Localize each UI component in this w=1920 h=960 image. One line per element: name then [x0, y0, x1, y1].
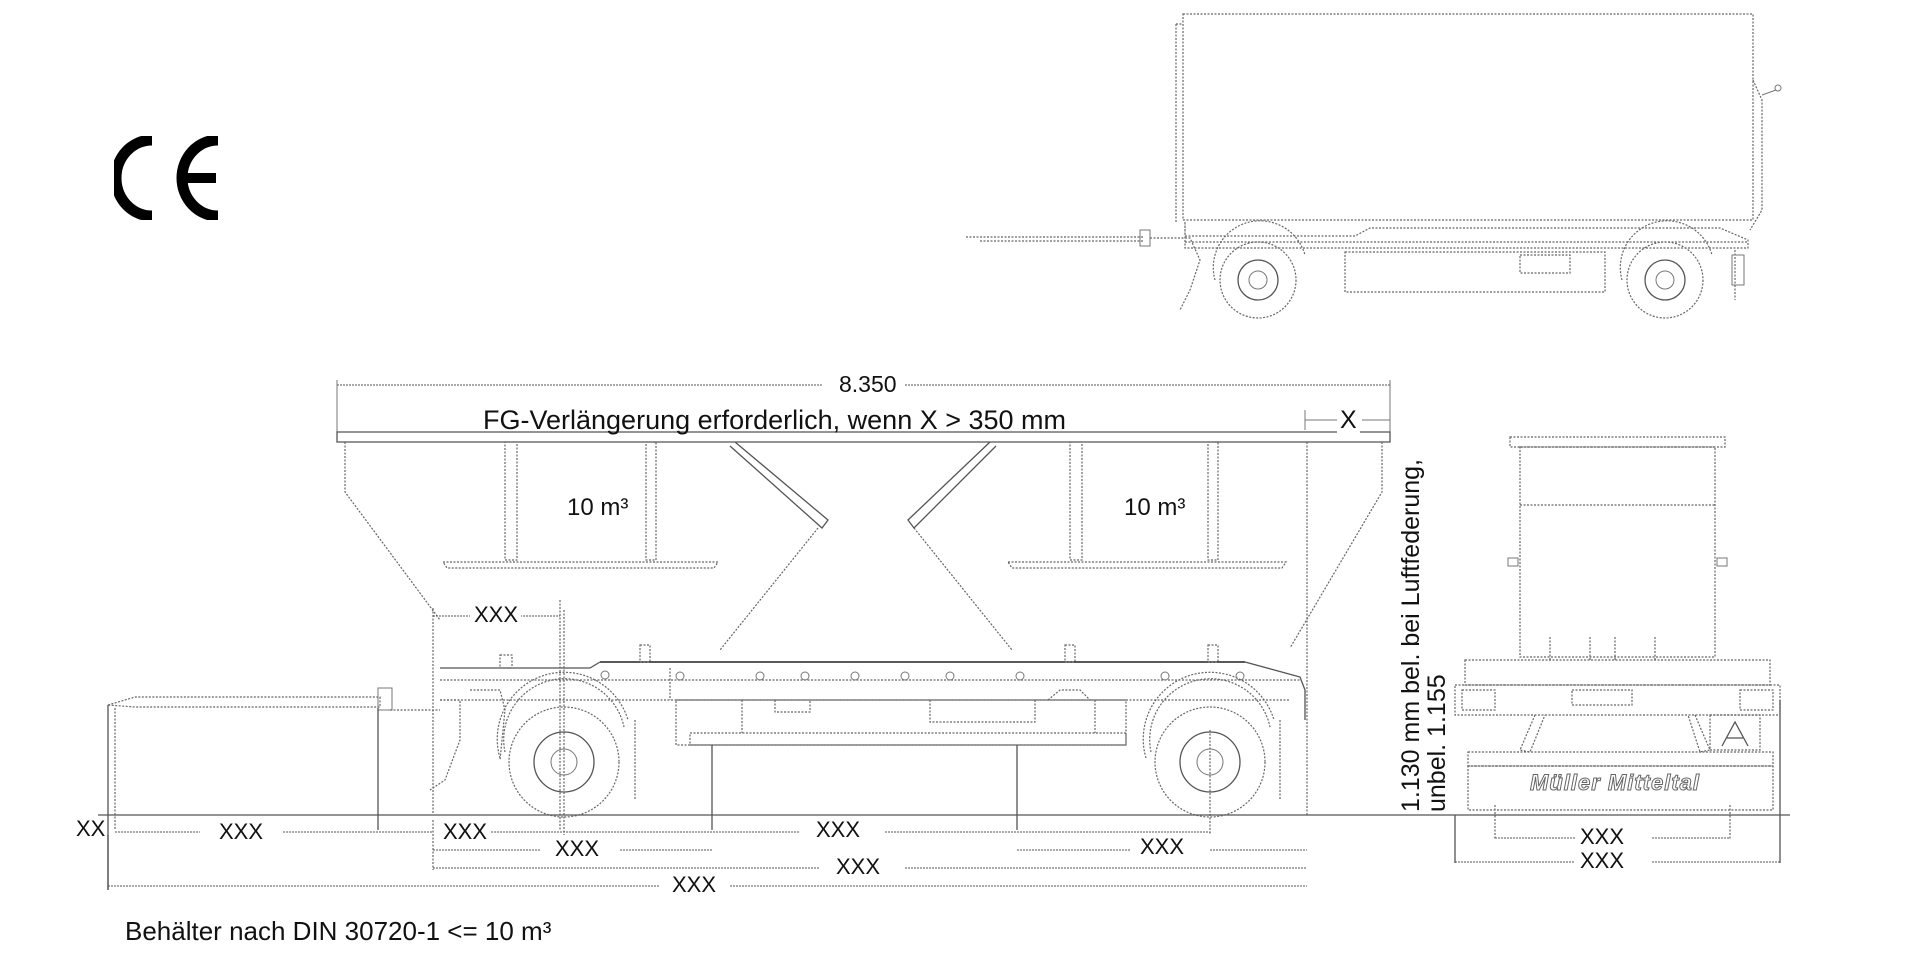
- height-note-line2: unbel. 1.155: [1423, 674, 1452, 812]
- dim-axle1-to-body: XXX: [552, 838, 603, 860]
- rear-view: [1454, 436, 1781, 863]
- front-dim-label: XXX: [471, 604, 522, 626]
- top-wheel-front: [1219, 241, 1297, 319]
- left-container-front-wall: [344, 442, 441, 621]
- right-container-rear-wall: [1289, 442, 1383, 649]
- left-container-skid: [441, 561, 720, 569]
- height-note-line1: 1.130 mm bel. bei Luftfederung,: [1397, 458, 1425, 812]
- top-underrun-box: [1344, 251, 1606, 293]
- right-container-skid: [1006, 561, 1288, 569]
- dim-chassis-length: XXX: [833, 856, 884, 878]
- container-volume-right: 10 m³: [1124, 494, 1186, 521]
- rear-container: [1519, 446, 1716, 658]
- dim-front-to-axle1: XXX: [440, 821, 491, 843]
- warning-triangle-icon: [1721, 720, 1749, 747]
- overhang-label: X: [1337, 408, 1360, 433]
- rear-track-width: XXX: [1577, 826, 1628, 848]
- container-standard-note: Behälter nach DIN 30720-1 <= 10 m³: [125, 916, 552, 946]
- rear-logo: Müller Mitteltal: [1529, 770, 1701, 795]
- rear-door: [1749, 79, 1763, 231]
- top-wheel-rear: [1626, 241, 1704, 319]
- rear-underrun-guard: [1467, 765, 1774, 811]
- container-volume-left: 10 m³: [567, 494, 629, 521]
- top-chassis: [1184, 222, 1749, 249]
- rear-axle-wheel: [1142, 671, 1281, 818]
- dim-drawbar-length: XXX: [216, 821, 267, 843]
- chassis-holes: [600, 670, 1245, 681]
- dim-drawbar-offset: XX: [76, 816, 106, 841]
- overall-length-label: 8.350: [836, 373, 900, 396]
- dim-wheelbase-span: XXX: [813, 819, 864, 841]
- front-axle-wheel: [496, 671, 636, 818]
- rear-overall-width: XXX: [1577, 850, 1628, 872]
- main-side-view: [98, 380, 1790, 890]
- top-trailer-side-view: [966, 13, 1782, 319]
- left-container-flap: [729, 441, 829, 529]
- ce-mark-icon: [114, 136, 219, 220]
- height-note: 1.130 mm bel. bei Luftfederung, unbel. 1…: [1397, 458, 1452, 812]
- container-rim: [336, 431, 1391, 443]
- dim-rear-segment: XXX: [1137, 836, 1188, 858]
- extension-note: FG-Verlängerung erforderlich, wenn X > 3…: [483, 405, 1067, 435]
- box-body: [1182, 13, 1754, 221]
- main-drawbar: [107, 696, 381, 708]
- side-guard: [675, 699, 1127, 746]
- dim-overall-length: XXX: [669, 874, 720, 896]
- right-container-flap: [907, 441, 997, 529]
